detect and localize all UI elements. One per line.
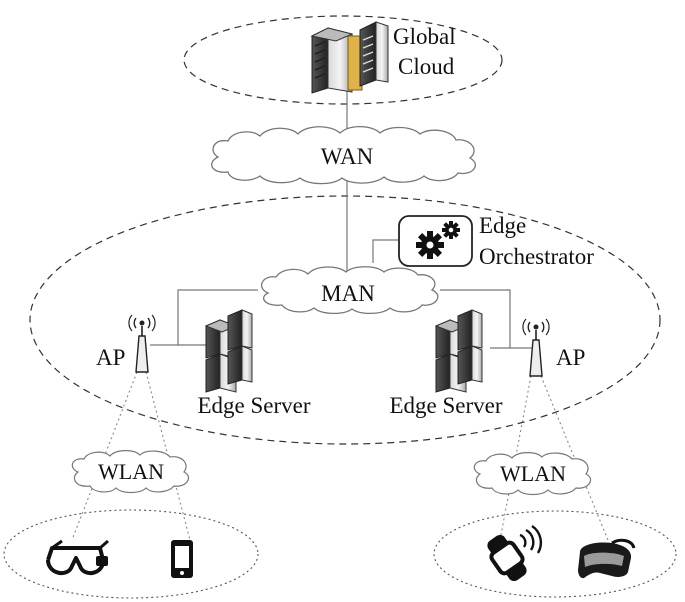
ap-label-right: AP — [556, 345, 585, 370]
wlan-cloud-right — [473, 452, 591, 496]
smart-glasses-icon — [46, 539, 109, 576]
edge-server-label-left: Edge Server — [197, 393, 310, 418]
smartwatch-icon — [487, 525, 543, 582]
global-cloud-label: Global — [393, 24, 456, 49]
ap-label-left: AP — [96, 345, 125, 370]
server-tower-icon-right — [434, 309, 483, 393]
edge-orchestrator-label-2: Orchestrator — [479, 244, 594, 269]
global-cloud-label-2: Cloud — [398, 54, 455, 79]
antenna-icon-right — [522, 318, 550, 377]
gears-icon — [398, 215, 473, 267]
edge-region — [29, 195, 661, 445]
wlan-cloud-left — [71, 450, 189, 494]
edge-server-label-right: Edge Server — [389, 393, 502, 418]
mobile-phone-icon — [171, 540, 193, 578]
vr-headset-icon — [578, 538, 636, 579]
edge-orchestrator-label: Edge — [479, 213, 526, 238]
server-tower-icon-left — [204, 309, 253, 393]
man-cloud — [260, 266, 439, 315]
devices-region-left — [3, 509, 259, 599]
wan-label: WAN — [321, 144, 374, 169]
devices-region-right — [433, 510, 677, 598]
wan-cloud — [211, 125, 476, 185]
wlan-label-left: WLAN — [98, 459, 164, 484]
antenna-icon-left — [128, 314, 156, 373]
server-rack-icon — [310, 21, 389, 94]
global-cloud-region — [183, 15, 503, 105]
man-label: MAN — [321, 281, 375, 306]
wlan-label-right: WLAN — [500, 461, 566, 486]
